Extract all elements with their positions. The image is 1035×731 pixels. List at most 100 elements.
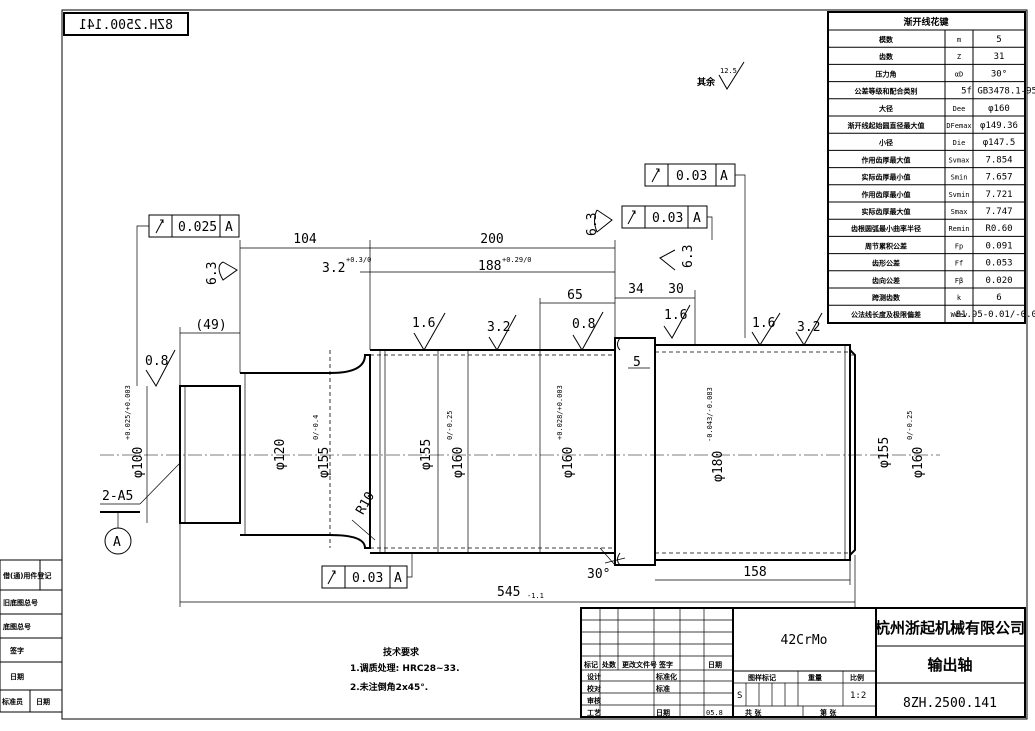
svg-text:标记: 标记 (583, 660, 598, 669)
svg-text:A: A (225, 220, 233, 235)
svg-text:图样标记: 图样标记 (748, 673, 776, 682)
dim-545-tol: -1.1 (527, 592, 544, 600)
material: 42CrMo (781, 633, 828, 648)
spline-row-value: 7.747 (985, 207, 1012, 217)
dia-160a-tol: 0/-0.25 (446, 410, 454, 440)
dim-188: 188 (478, 259, 501, 274)
svg-text:日期: 日期 (36, 697, 50, 706)
spline-row-value: 31 (994, 52, 1005, 62)
dim-545: 545 (497, 585, 520, 600)
tolerance-frame-1: 0.025 A (136, 214, 240, 386)
spline-row-value: 6 (996, 293, 1001, 303)
spline-row-symbol: DFemax (946, 122, 971, 130)
dia-160c: φ160 (911, 447, 926, 478)
svg-text:签字: 签字 (9, 646, 24, 655)
spline-160 (655, 344, 851, 561)
svg-text:签字: 签字 (658, 660, 673, 669)
dim-chamfer: 2-A5 (102, 489, 133, 504)
svg-text:0.025: 0.025 (178, 220, 217, 235)
tech-req-line2: 2.未注倒角2x45°. (350, 681, 428, 693)
spline-row-name: 作用齿厚最大值 (862, 155, 911, 164)
roughness-symbols: 6.3 0.8 1.6 3.2 0.8 6.3 6.3 1.6 1.6 3.2 (145, 209, 823, 388)
title-block: 42CrMo 杭州浙起机械有限公司 输出轴 8ZH.2500.141 标记 处数… (580, 607, 1026, 718)
dia-100-tol: +0.025/+0.003 (124, 385, 132, 440)
spline-row-name: 压力角 (876, 69, 897, 78)
svg-text:比例: 比例 (850, 673, 864, 682)
other-roughness-symbol (718, 61, 745, 90)
spline-row-value: 7.854 (985, 155, 1012, 165)
dim-5: 5 (633, 355, 641, 370)
svg-text:第 张: 第 张 (820, 708, 837, 717)
spline-row-name: 跨测齿数 (872, 293, 901, 302)
mirrored-drawing-number: 8ZH.2500.141 (79, 18, 173, 33)
dim-49: (49) (195, 318, 226, 333)
svg-text:校对: 校对 (587, 684, 601, 693)
svg-text:底图总号: 底图总号 (3, 622, 31, 631)
drawing-number: 8ZH.2500.141 (903, 696, 997, 711)
tolerance-frame-3: 0.03 A (621, 205, 713, 240)
dia-155c: φ155 (877, 437, 892, 468)
roughness-1-6-c: 1.6 (752, 316, 775, 331)
spline-row-name: 公差等级和配合类别 (855, 87, 918, 96)
dia-180: φ180 (711, 451, 726, 482)
spline-row-symbol: Dee (953, 105, 966, 113)
svg-text:旧底图总号: 旧底图总号 (3, 598, 38, 607)
svg-text:设计: 设计 (587, 672, 601, 681)
spline-row-name: 周节累积公差 (865, 241, 907, 250)
spline-row-name: 实际齿厚最小值 (862, 173, 911, 182)
spline-row-name: 渐开线起始圆直径最大值 (848, 121, 925, 130)
journal-100 (179, 385, 241, 524)
svg-text:A: A (720, 169, 728, 184)
company-name: 杭州浙起机械有限公司 (875, 619, 1025, 637)
spline-table-title: 渐开线花键 (903, 16, 949, 28)
spline-row-value: φ160 (988, 104, 1010, 114)
spline-row-name: 公法线长度及极限偏差 (851, 310, 921, 319)
roughness-3-2-a: 3.2 (487, 320, 510, 335)
dim-r10: R10 (353, 489, 378, 517)
spline-row-value: 7.657 (985, 173, 1012, 183)
dim-30deg: 30° (587, 567, 610, 582)
dia-160b-tol: +0.028/+0.003 (556, 385, 564, 440)
spline-row-symbol: αD (955, 70, 963, 78)
spline-row-value: 7.721 (985, 190, 1012, 200)
dim-200: 200 (480, 232, 503, 247)
spline-row-symbol: Smin (951, 174, 968, 182)
dia-180-tol: -0.043/-0.083 (706, 387, 714, 442)
roughness-0-8-a: 0.8 (145, 354, 168, 369)
side-block: 借(通)用件登记 旧底图总号 底图总号 签字 日期 标准员 日期 (0, 559, 63, 713)
svg-text:共 张: 共 张 (745, 708, 762, 717)
spline-row-symbol: Svmax (948, 156, 969, 164)
dia-155b: φ155 (419, 439, 434, 470)
dim-3-2: 3.2 (322, 261, 345, 276)
spline-row-symbol: Remin (948, 225, 969, 233)
svg-text:0.03: 0.03 (676, 169, 707, 184)
spline-row-symbol: Fβ (955, 277, 963, 285)
dim-30: 30 (668, 282, 684, 297)
svg-text:1:2: 1:2 (850, 691, 866, 701)
spline-row-name: 齿向公差 (872, 276, 900, 285)
svg-text:A: A (394, 571, 402, 586)
spline-row-value: 81.95-0.01/-0.06 (956, 310, 1035, 320)
spline-row-value: 0.020 (985, 276, 1012, 286)
svg-text:A: A (693, 211, 701, 226)
spline-row-symbol: Fp (955, 242, 963, 250)
spline-row-symbol: m (957, 36, 961, 44)
spline-row-value: φ149.36 (980, 121, 1018, 131)
spline-row-symbol: Ff (955, 260, 963, 268)
svg-text:日期: 日期 (708, 660, 722, 669)
spline-row-name: 齿数 (879, 52, 894, 61)
section-120 (240, 354, 371, 549)
dimensions: 104 200 3.2 +0.3/0 188 +0.29/0 65 34 30 … (100, 232, 926, 607)
spline-row-symbol: Die (953, 139, 966, 147)
collar-180 (614, 337, 656, 566)
spline-row-name: 模数 (879, 35, 894, 44)
svg-text:0.03: 0.03 (652, 211, 683, 226)
dim-3-2-tol: +0.3/0 (346, 256, 371, 264)
drawing-frame (61, 9, 1028, 720)
roughness-3-2-b: 3.2 (797, 320, 820, 335)
datum-a-symbol: A (100, 511, 140, 555)
spline-row-name: 小径 (878, 138, 893, 147)
roughness-6-3-a: 6.3 (205, 262, 220, 285)
dia-160c-tol: 0/-0.25 (906, 410, 914, 440)
